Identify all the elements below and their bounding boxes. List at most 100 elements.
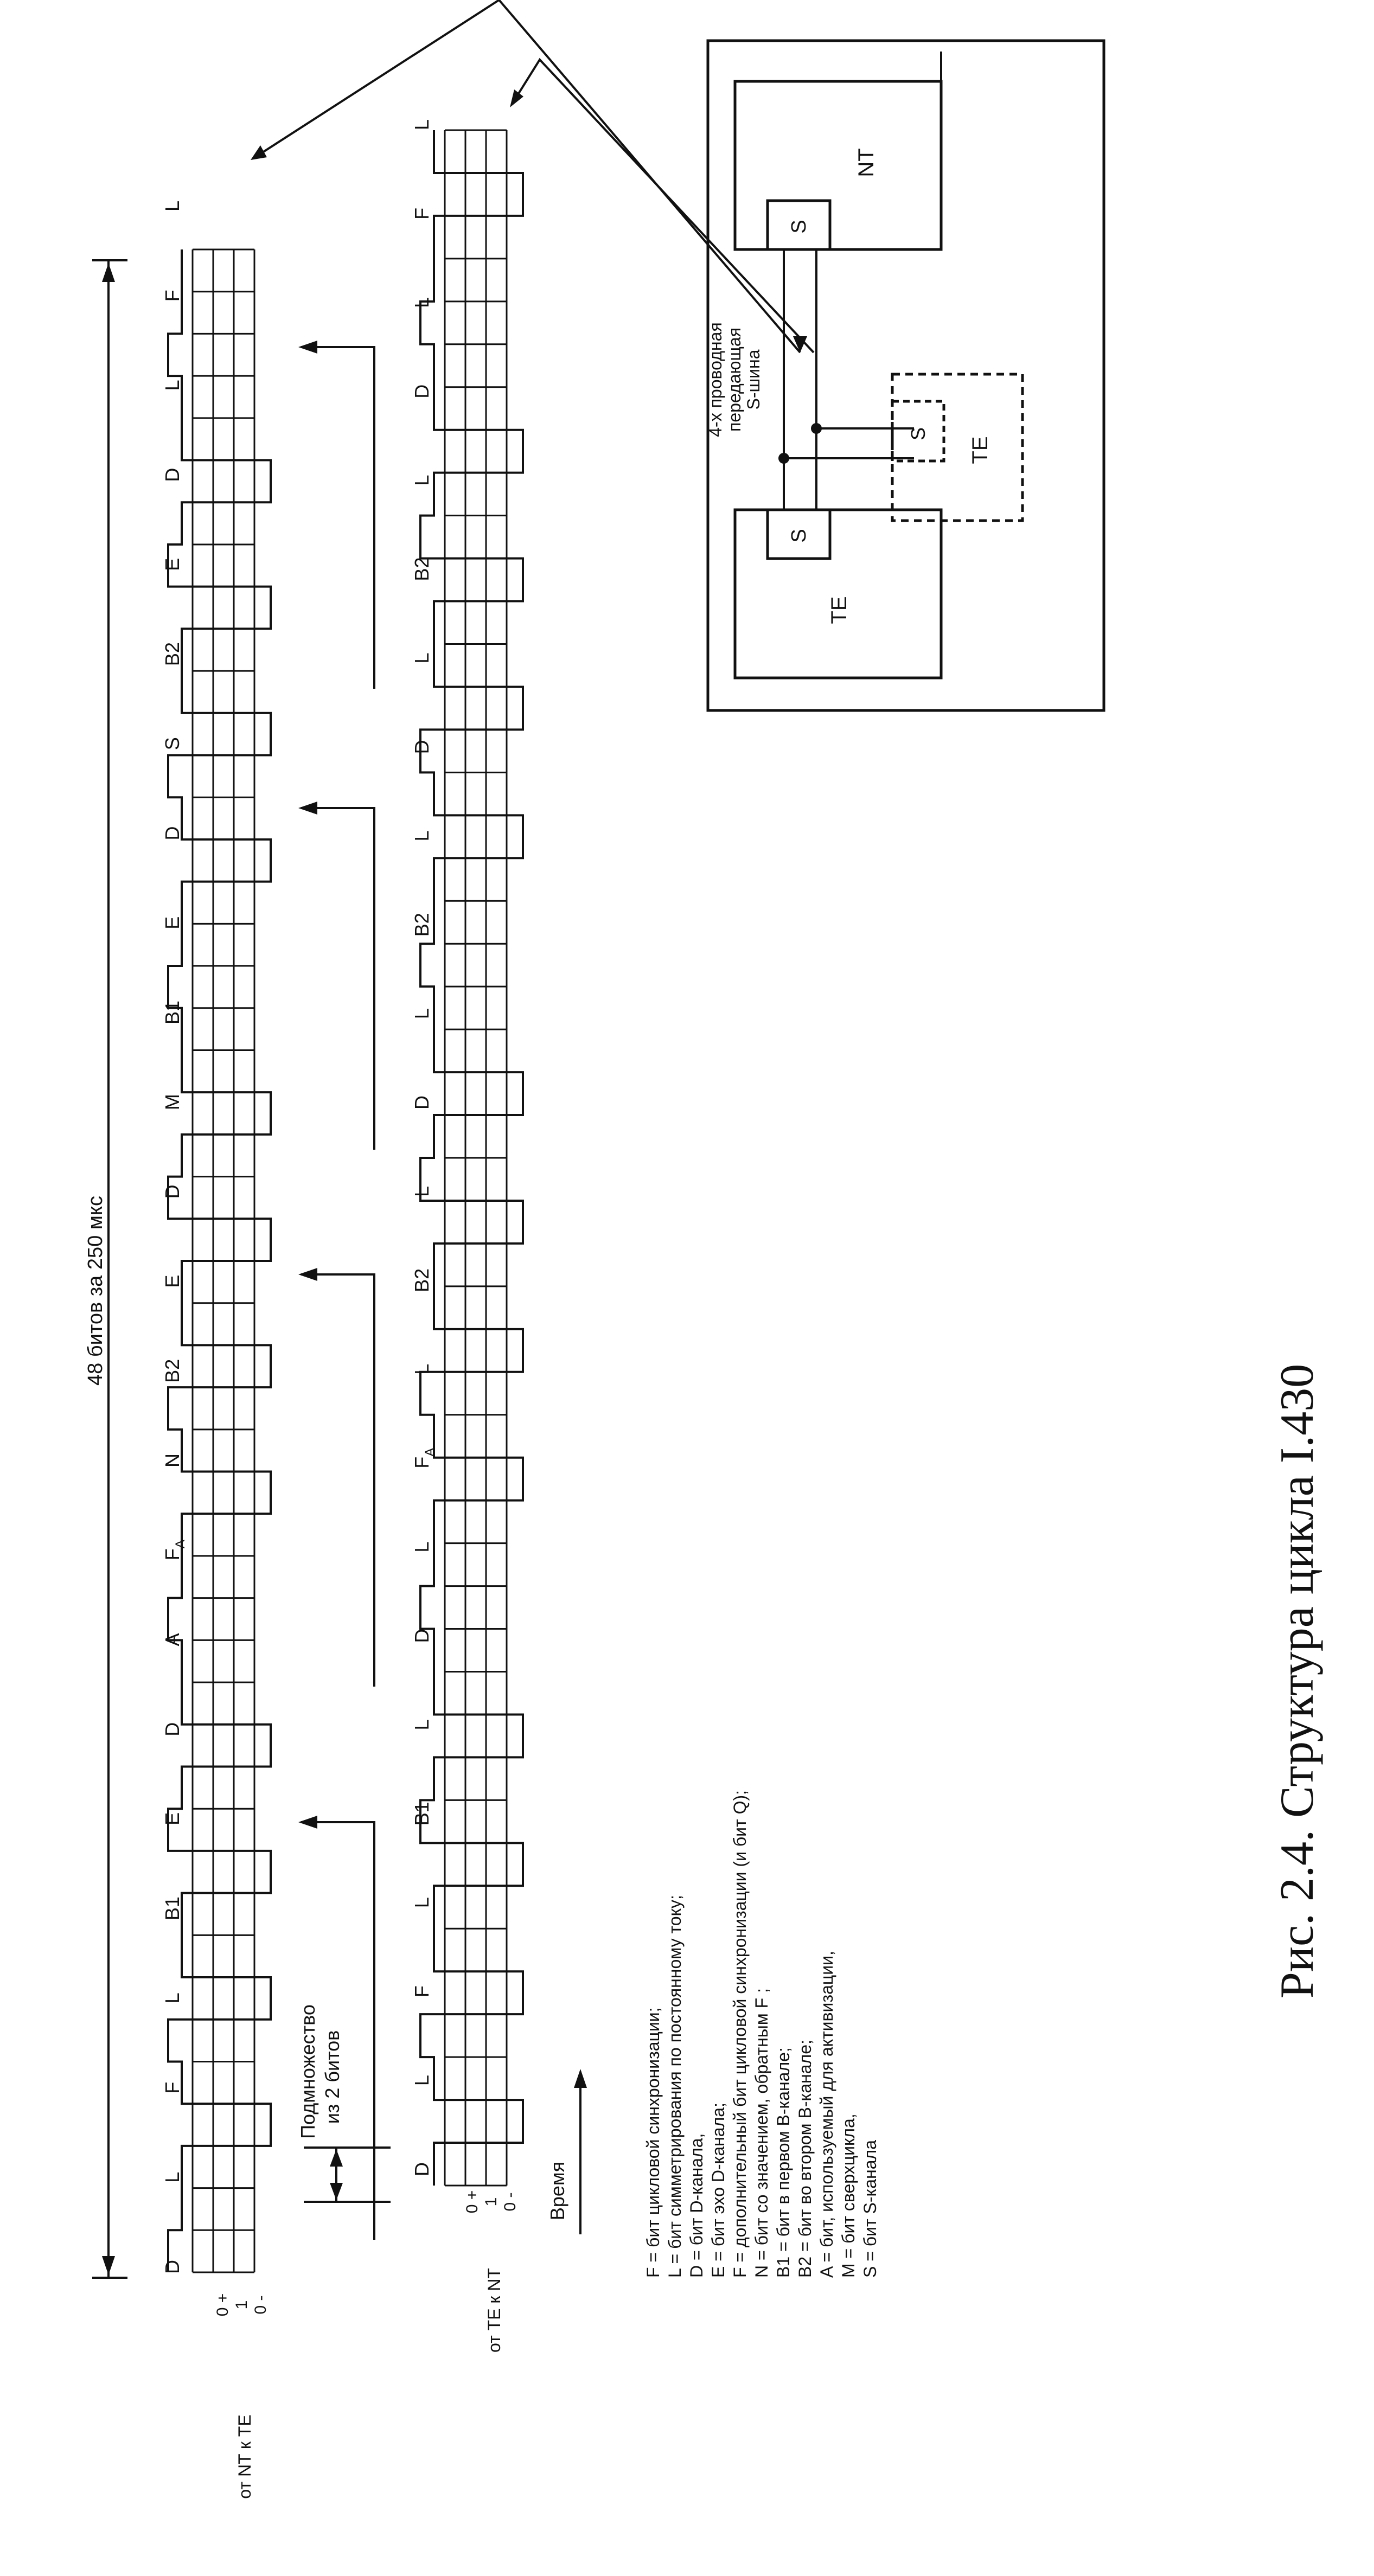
line-code-waveform <box>167 249 272 2272</box>
row1-bit-label: E <box>161 1812 183 1825</box>
row2-bit-label: L <box>411 1364 433 1375</box>
te-left-s-port <box>766 508 832 560</box>
nt-box <box>733 80 943 251</box>
row2-bit-label: F <box>411 208 433 220</box>
row2-name: от TE к NT <box>484 2268 504 2353</box>
bus-label-line2: передающая <box>725 328 744 432</box>
row1-bit-label: E <box>161 917 183 930</box>
row2-bit-label: L <box>411 1542 433 1553</box>
nt-s-label: S <box>788 220 810 233</box>
row2-bit-label: D <box>411 740 433 754</box>
bus-label-line1: 4-х проводная <box>706 322 725 437</box>
row1-bit-label: B2 <box>161 1359 183 1383</box>
subset-label-line1: Подмножество <box>297 2004 319 2139</box>
te-right-s-label: S <box>907 427 929 440</box>
row2-bit-label: L <box>411 1719 433 1730</box>
row2-bit-label: L <box>411 1897 433 1908</box>
row2-level-1: 1 <box>482 2197 500 2207</box>
row1-bit-label: N <box>161 1453 183 1468</box>
row2-bit-label: B2 <box>411 1268 433 1292</box>
row2-bit-label: L <box>411 652 433 663</box>
row2-bit-grid <box>419 129 524 2187</box>
bus-label-line3: S-шина <box>744 349 763 409</box>
row1-level-0minus: 0 - <box>252 2295 270 2314</box>
row2-bit-label: L <box>411 1008 433 1019</box>
legend-line: M = бит сверхцикла, <box>839 2113 858 2278</box>
row2-levels: 0 + 1 0 - от TE к NT <box>463 2190 519 2353</box>
te-right-label: TE <box>968 436 992 464</box>
row1-bit-label: D <box>161 1184 183 1199</box>
caption-group: Рис. 2.4. Структура цикла I.430 <box>1271 1364 1324 1998</box>
te-left-s-label: S <box>788 529 810 542</box>
row2-bit-label: L <box>411 475 433 486</box>
pointer-lines <box>251 0 815 354</box>
row2-bit-label: B2 <box>411 558 433 581</box>
time-label: Время <box>546 2162 568 2220</box>
subset-dimension <box>304 2146 391 2203</box>
subset-label-line2: из 2 битов <box>321 2030 343 2124</box>
row1-name: от NT к TE <box>235 2414 254 2498</box>
nt-s-port <box>766 199 832 251</box>
te-right-box <box>891 373 1024 522</box>
row2-bit-label: L <box>411 297 433 308</box>
te-left-box <box>733 508 943 680</box>
row2-bit-label: B2 <box>411 913 433 937</box>
offset-arrow-4 <box>301 346 375 689</box>
legend-line: S = бит S-канала <box>860 2140 880 2278</box>
row1-bit-label: M <box>161 1094 183 1110</box>
legend-line: B1 = бит в первом В-канале; <box>774 2047 793 2278</box>
row2-bit-label: L <box>411 2075 433 2086</box>
offset-arrow-1 <box>301 1821 375 2240</box>
sbus-inset: NT S TE S S TE 4-х проводная передающая … <box>706 39 1105 712</box>
row1-bit-label: F <box>161 290 183 302</box>
row1-bit-label: E <box>161 1275 183 1288</box>
te-left-label: TE <box>827 596 851 624</box>
legend-line: L = бит симметрирования по постоянному т… <box>665 1895 685 2278</box>
legend-line: E = бит эхо D-канала; <box>708 2103 728 2278</box>
legend-line: D = бит D-канала, <box>687 2133 706 2278</box>
row2-bit-label: D <box>411 2162 433 2176</box>
row1-bit-label: A <box>161 1633 183 1646</box>
row1-bit-label: L <box>161 380 183 390</box>
row1-bit-label: D <box>161 2260 183 2274</box>
te-right-s-port <box>891 400 945 463</box>
row2-bit-label: D <box>411 385 433 399</box>
row2-bit-label: D <box>411 1095 433 1110</box>
row1-bit-label: L <box>161 2172 183 2183</box>
row2-bit-label: F <box>411 1985 433 1997</box>
row2-level-0minus: 0 - <box>501 2192 519 2211</box>
nt-label: NT <box>854 148 878 177</box>
inset-frame <box>706 39 1105 712</box>
offset-arrows <box>298 341 375 2240</box>
row1-bit-label: B1 <box>161 1001 183 1024</box>
row2-bit-label: L <box>411 830 433 841</box>
row2-bit-label: L <box>411 119 433 130</box>
row1-bit-label: B1 <box>161 1896 183 1920</box>
span-label: 48 битов за 250 мкс <box>84 1196 107 1386</box>
row1-bit-label: FA <box>161 1540 188 1560</box>
row1-bit-label: D <box>161 826 183 841</box>
offset-arrow-2 <box>301 1273 375 1687</box>
row1-bit-grid <box>167 248 272 2273</box>
row2-bit-label: L <box>411 1186 433 1197</box>
row1-level-1: 1 <box>233 2301 251 2310</box>
line-code-waveform <box>419 130 524 2186</box>
legend: F = бит цикловой синхронизации;L = бит с… <box>643 1790 880 2278</box>
span-dimension <box>92 259 127 2279</box>
row1-bit-label: L <box>161 201 183 212</box>
row2-level-0plus: 0 + <box>463 2190 481 2214</box>
legend-line: F = дополнительный бит цикловой синхрони… <box>730 1790 750 2278</box>
figure-caption: Рис. 2.4. Структура цикла I.430 <box>1271 1364 1324 1998</box>
row1-level-0plus: 0 + <box>214 2293 232 2317</box>
legend-line: F = бит цикловой синхронизации; <box>643 2008 663 2278</box>
row1-bit-label: F <box>161 2082 183 2094</box>
row1-bit-label: D <box>161 1722 183 1736</box>
row1-levels: 0 + 1 0 - от NT к TE <box>214 2293 270 2499</box>
offset-arrow-3 <box>301 807 375 1150</box>
row1-bit-label: L <box>161 1992 183 2003</box>
row1-bit-label: D <box>161 468 183 482</box>
